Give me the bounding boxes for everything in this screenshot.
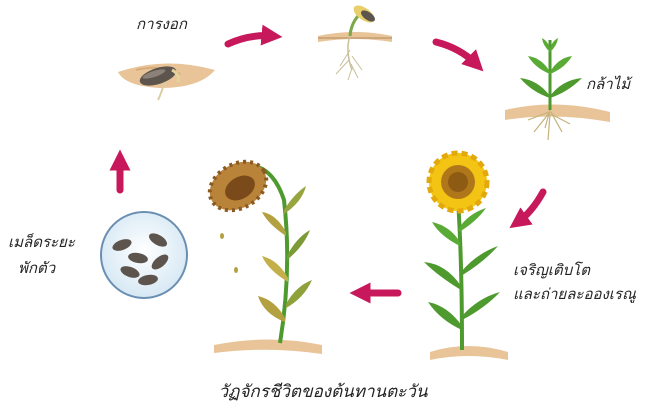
flowering-sunflower-illustration	[424, 153, 508, 360]
diagram-title: วัฏจักรชีวิตของต้นทานตะวัน	[0, 378, 646, 405]
label-dormancy-line2: พักตัว	[18, 258, 55, 278]
arrow-seedling-to-flowering	[518, 192, 543, 222]
label-germination: การงอก	[136, 14, 187, 34]
label-growth-line1: เจริญเติบโต	[513, 260, 590, 280]
dormant-seeds-dish-illustration	[101, 212, 187, 298]
germinating-seed-illustration	[118, 63, 215, 100]
label-seedling: กล้าไม้	[586, 74, 630, 94]
arrow-sprout-to-seedling	[436, 42, 476, 64]
label-growth-line2: และถ่ายละอองเรณู	[513, 284, 636, 304]
label-dormancy-line1: เมล็ดระยะ	[8, 232, 75, 252]
wilting-sunflower-illustration	[201, 152, 322, 354]
arrow-germination-to-sprout	[228, 36, 272, 44]
sprouting-seedling-illustration	[318, 2, 392, 80]
